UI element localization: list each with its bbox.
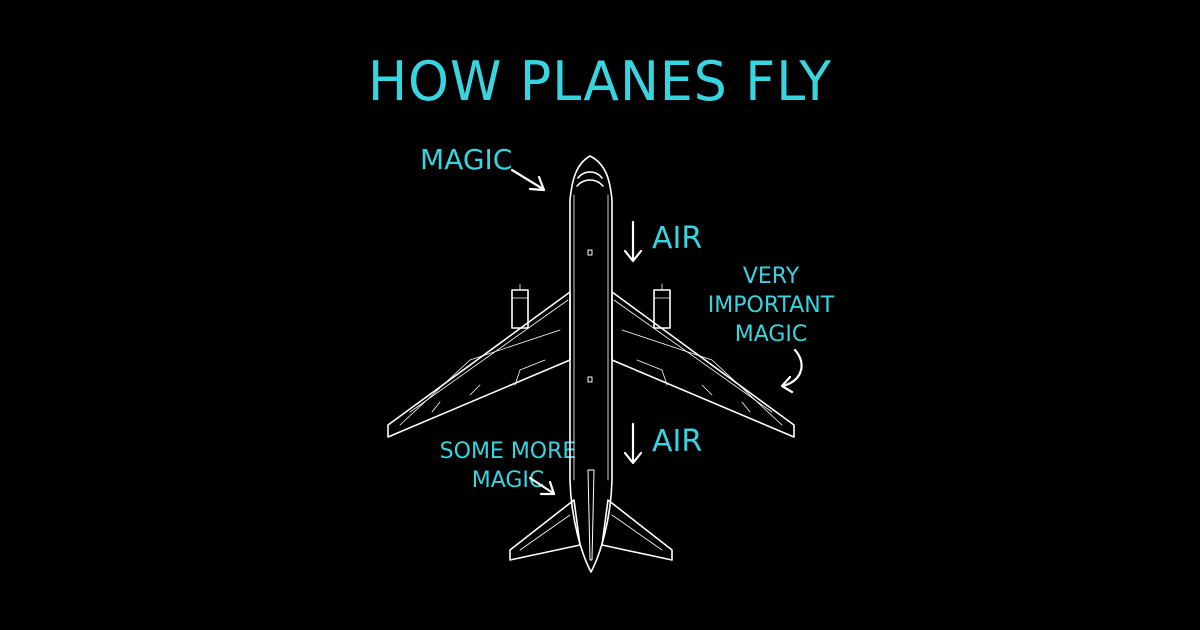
page-title: HOW PLANES FLY (367, 50, 833, 114)
arrow-right-down-small-icon (528, 476, 556, 496)
very-important-magic-label: VERY IMPORTANT MAGIC (696, 262, 846, 349)
magic-label: MAGIC (420, 143, 513, 176)
curved-arrow-icon (780, 348, 803, 394)
very-important-magic-line-3: MAGIC (734, 322, 808, 347)
arrow-down-icon-bottom (623, 422, 643, 465)
arrow-right-down-icon (510, 168, 546, 192)
air-label-top: AIR (652, 221, 703, 256)
air-label-bottom: AIR (652, 424, 703, 459)
some-more-magic-line-1: SOME MORE (439, 439, 577, 464)
very-important-magic-line-2: IMPORTANT (707, 293, 835, 318)
very-important-magic-line-1: VERY (742, 264, 800, 289)
arrow-down-icon (623, 220, 643, 263)
airplane-top-view-icon (387, 155, 795, 573)
